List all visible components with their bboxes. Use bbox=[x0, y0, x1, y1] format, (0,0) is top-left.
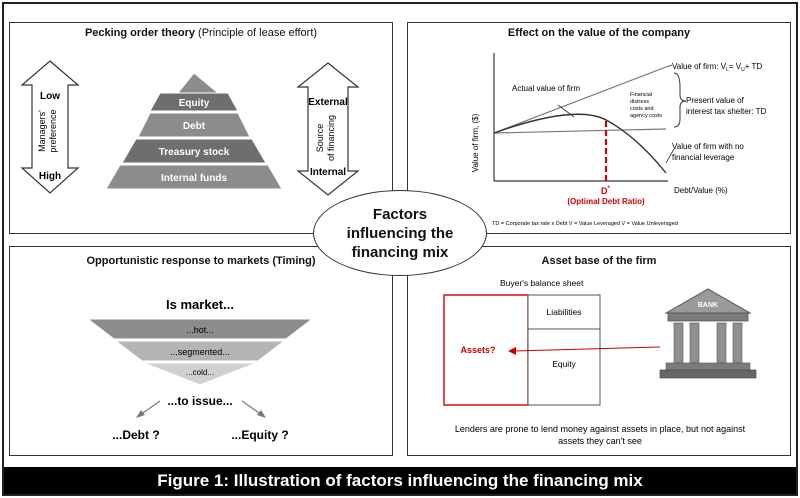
distress-label-2: distress bbox=[630, 99, 649, 105]
distress-label-1: Financial bbox=[630, 92, 652, 98]
pecking-order-title: Pecking order theory (Principle of lease… bbox=[10, 27, 392, 39]
timing-question: Is market... bbox=[166, 297, 234, 312]
levered-value-label: Value of firm: VL= VU+ TD bbox=[672, 62, 762, 73]
liabilities-label: Liabilities bbox=[547, 307, 582, 317]
unlevered-value-line bbox=[493, 128, 667, 134]
distress-label-3: costs and bbox=[630, 106, 654, 112]
preference-label-2: preference bbox=[48, 109, 58, 152]
funnel-level-segmented bbox=[114, 340, 286, 362]
firm-value-chart: Value of firm, ($) Debt/Value (%) Actual… bbox=[471, 53, 767, 227]
bank-to-assets-arrow bbox=[513, 346, 661, 352]
timing-panel: Opportunistic response to markets (Timin… bbox=[9, 246, 393, 456]
figure-caption: Figure 1: Illustration of factors influe… bbox=[4, 467, 796, 494]
y-axis-label: Value of firm, ($) bbox=[471, 113, 480, 172]
actual-pointer bbox=[557, 104, 575, 118]
equity-label: Equity bbox=[552, 359, 576, 369]
pyramid-label-internal: Internal funds bbox=[161, 173, 228, 184]
preference-arrow bbox=[20, 60, 80, 194]
preference-label-1: Managers' bbox=[37, 110, 47, 152]
timing-diagram: Is market... ...hot... ...segmented... .… bbox=[86, 297, 314, 442]
source-label-1: Source bbox=[315, 124, 325, 153]
arrow-to-debt bbox=[139, 400, 161, 416]
assets-label: Assets? bbox=[460, 345, 495, 355]
pecking-order-panel: Pecking order theory (Principle of lease… bbox=[9, 22, 393, 234]
levered-pointer bbox=[665, 64, 673, 68]
source-internal: Internal bbox=[310, 167, 346, 178]
lenders-note-1: Lenders are prone to lend money against … bbox=[455, 424, 746, 434]
firm-value-title: Effect on the value of the company bbox=[507, 27, 691, 39]
asset-base-diagram: Buyer's balance sheet Liabilities Equity… bbox=[443, 278, 757, 446]
pyramid-level-treasury bbox=[121, 138, 267, 164]
x-axis-label: Debt/Value (%) bbox=[674, 186, 728, 195]
source-arrow bbox=[296, 62, 360, 196]
pyramid-apex bbox=[176, 72, 220, 94]
firm-value-panel: Effect on the value of the company Value… bbox=[407, 22, 791, 234]
funnel-label-cold: ...cold... bbox=[186, 368, 214, 377]
optimal-debt-label: (Optimal Debt Ratio) bbox=[567, 197, 645, 206]
source-label-2: of financing bbox=[326, 115, 336, 161]
asset-base-title: Asset base of the firm bbox=[541, 255, 657, 267]
lenders-note-2: assets they can't see bbox=[558, 436, 642, 446]
funnel-label-segmented: ...segmented... bbox=[170, 347, 230, 357]
pecking-order-title-main: Pecking order theory bbox=[84, 27, 195, 39]
arrow-to-equity bbox=[241, 400, 263, 416]
funnel-label-hot: ...hot... bbox=[186, 325, 214, 335]
option-debt: ...Debt ? bbox=[112, 428, 159, 442]
actual-value-curve bbox=[493, 113, 667, 174]
pyramid-level-debt bbox=[137, 112, 251, 138]
no-leverage-label-2: financial leverage bbox=[672, 153, 735, 162]
levered-value-line bbox=[493, 66, 667, 134]
timing-title: Opportunistic response to markets (Timin… bbox=[86, 255, 316, 267]
optimal-d-label: D* bbox=[601, 186, 611, 196]
value-footnote: TD = Corporate tax rate x Debt V = Value… bbox=[492, 221, 678, 227]
pyramid-label-equity: Equity bbox=[179, 98, 210, 109]
pv-tax-label-1: Present value of bbox=[686, 96, 745, 105]
pyramid-label-debt: Debt bbox=[183, 121, 206, 132]
bank-icon-label: BANK bbox=[698, 302, 718, 309]
asset-base-panel: Asset base of the firm Buyer's balance s… bbox=[407, 246, 791, 456]
tax-shelter-brace bbox=[673, 72, 687, 128]
pecking-order-diagram: Low High Managers' preference External I… bbox=[20, 60, 360, 196]
unlevered-pointer bbox=[665, 148, 675, 164]
pyramid-level-internal bbox=[105, 164, 283, 190]
pecking-order-title-sub: (Principle of lease effort) bbox=[194, 27, 318, 39]
option-equity: ...Equity ? bbox=[231, 428, 288, 442]
pyramid-level-equity bbox=[149, 92, 239, 112]
source-external: External bbox=[308, 97, 348, 108]
timing-issue: ...to issue... bbox=[167, 394, 232, 408]
preference-low: Low bbox=[40, 91, 60, 102]
bank-to-assets-arrowhead bbox=[508, 347, 516, 355]
pv-tax-label-2: interest tax shelter: TD bbox=[686, 107, 767, 116]
funnel-level-hot bbox=[86, 318, 314, 340]
preference-high: High bbox=[39, 171, 61, 182]
no-leverage-label-1: Value of firm with no bbox=[672, 142, 744, 151]
funnel-level-cold bbox=[143, 362, 257, 386]
actual-value-label: Actual value of firm bbox=[512, 84, 580, 93]
arrow-to-debt-head bbox=[136, 410, 145, 418]
bank-icon: BANK bbox=[659, 288, 757, 379]
balance-sheet-title: Buyer's balance sheet bbox=[500, 278, 584, 288]
arrow-to-equity-head bbox=[257, 410, 266, 418]
distress-label-4: agency costs bbox=[630, 113, 662, 119]
pyramid-label-treasury: Treasury stock bbox=[159, 147, 230, 158]
